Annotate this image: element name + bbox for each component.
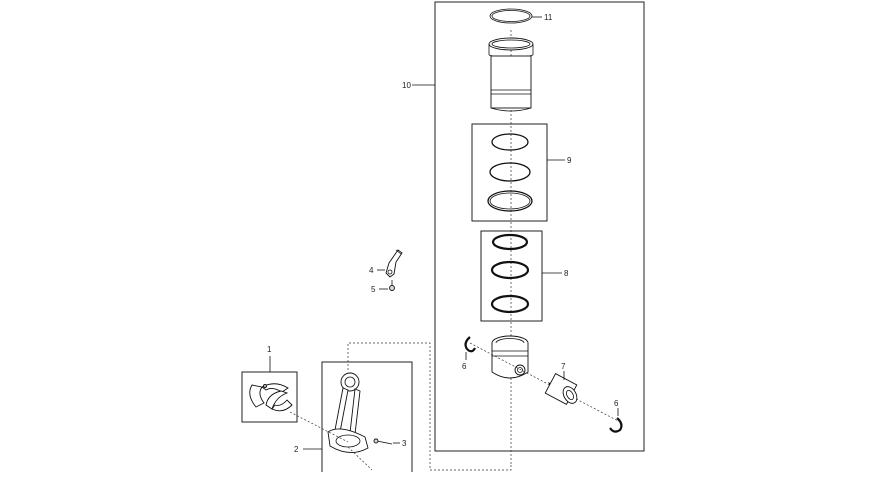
callout-3: 3	[402, 439, 407, 448]
piston-rings-9	[487, 133, 533, 212]
connecting-rod-part	[327, 372, 369, 453]
oil-nozzle-part	[385, 249, 403, 278]
o-ring-part	[489, 8, 533, 24]
piston-part	[491, 335, 529, 379]
ring-set-box-9	[471, 123, 548, 222]
crank-axis	[347, 446, 373, 471]
callout-1: 1	[267, 345, 272, 354]
piston-pin-part	[544, 373, 578, 405]
cylinder-liner-part	[488, 37, 534, 112]
callout-10: 10	[402, 81, 411, 90]
bearing-box	[241, 371, 298, 423]
piston-rings-8	[490, 233, 530, 314]
rod-link-path	[347, 342, 512, 471]
callout-2: 2	[294, 445, 299, 454]
snap-ring-left	[464, 336, 476, 353]
callout-4: 4	[369, 266, 374, 275]
callout-5: 5	[371, 285, 376, 294]
callout-7: 7	[561, 362, 566, 371]
cylinder-assembly-frame	[434, 1, 645, 452]
rod-bolt-part	[373, 438, 393, 445]
callout-6b: 6	[614, 399, 619, 408]
callout-8: 8	[564, 269, 569, 278]
connecting-rod-box	[321, 361, 413, 475]
callout-9: 9	[567, 156, 572, 165]
callout-6a: 6	[462, 362, 467, 371]
bearing-shells-part	[249, 383, 293, 412]
pin-axis	[469, 342, 621, 423]
nozzle-bolt-part	[389, 280, 395, 291]
snap-ring-right	[609, 417, 623, 433]
bearing-axis	[289, 411, 349, 443]
ring-set-box-8	[480, 230, 543, 322]
callout-11: 11	[544, 13, 553, 22]
